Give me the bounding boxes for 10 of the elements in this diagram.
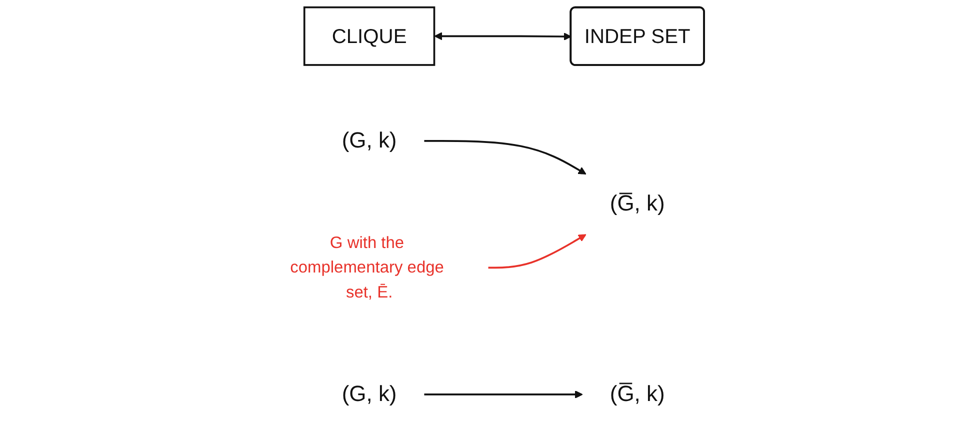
node-text: (G̅, k) <box>610 192 665 216</box>
node-text: (G, k) <box>342 128 397 153</box>
node-text: (G, k) <box>342 382 397 406</box>
arrow <box>424 390 583 398</box>
node-text: G with the complementary edge set, Ē. <box>290 233 444 302</box>
arrow <box>488 234 586 269</box>
arrow <box>434 32 572 41</box>
arrow <box>424 140 586 174</box>
node-text: (G̅, k) <box>610 382 665 406</box>
node-box: CLIQUE <box>303 6 435 66</box>
